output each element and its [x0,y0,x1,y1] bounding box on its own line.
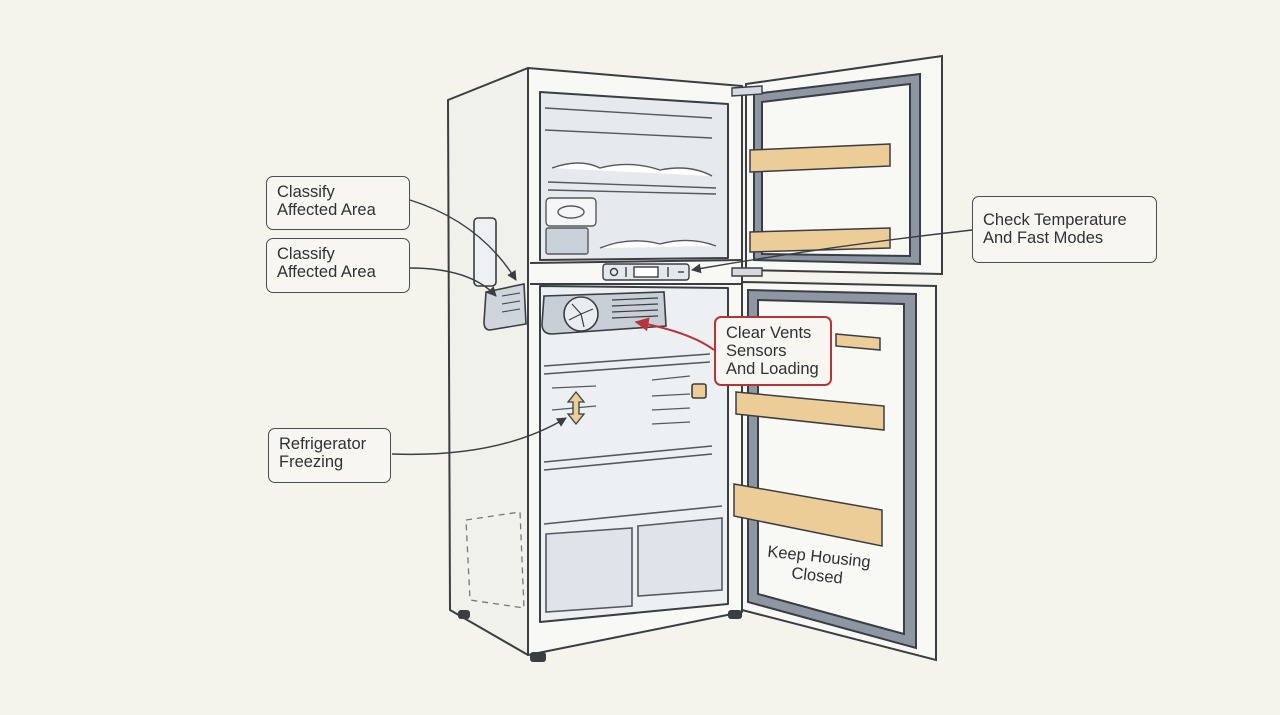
classify-affected-area-label: Classify Affected Area [266,176,410,230]
callout-arrows [391,199,973,456]
fridge-shelves [543,353,723,613]
control-panel [602,263,690,281]
door-hinge [731,85,763,97]
fan-vent-assembly [541,291,667,335]
clear-vents-label: Clear Vents Sensors And Loading [714,316,832,386]
refrigerator-freezing-label: Refrigerator Freezing [268,428,391,483]
freezer-internals [544,107,717,255]
power-icon [609,267,619,277]
up-down-arrow-icon [566,390,586,426]
fridge-feet [458,610,742,662]
door-hinge [731,267,763,277]
classify-affected-area-label-secondary: Classify Affected Area [266,238,410,293]
check-temperature-label: Check Temperature And Fast Modes [972,196,1157,263]
water-line [465,511,525,609]
freezer-door [745,54,943,276]
